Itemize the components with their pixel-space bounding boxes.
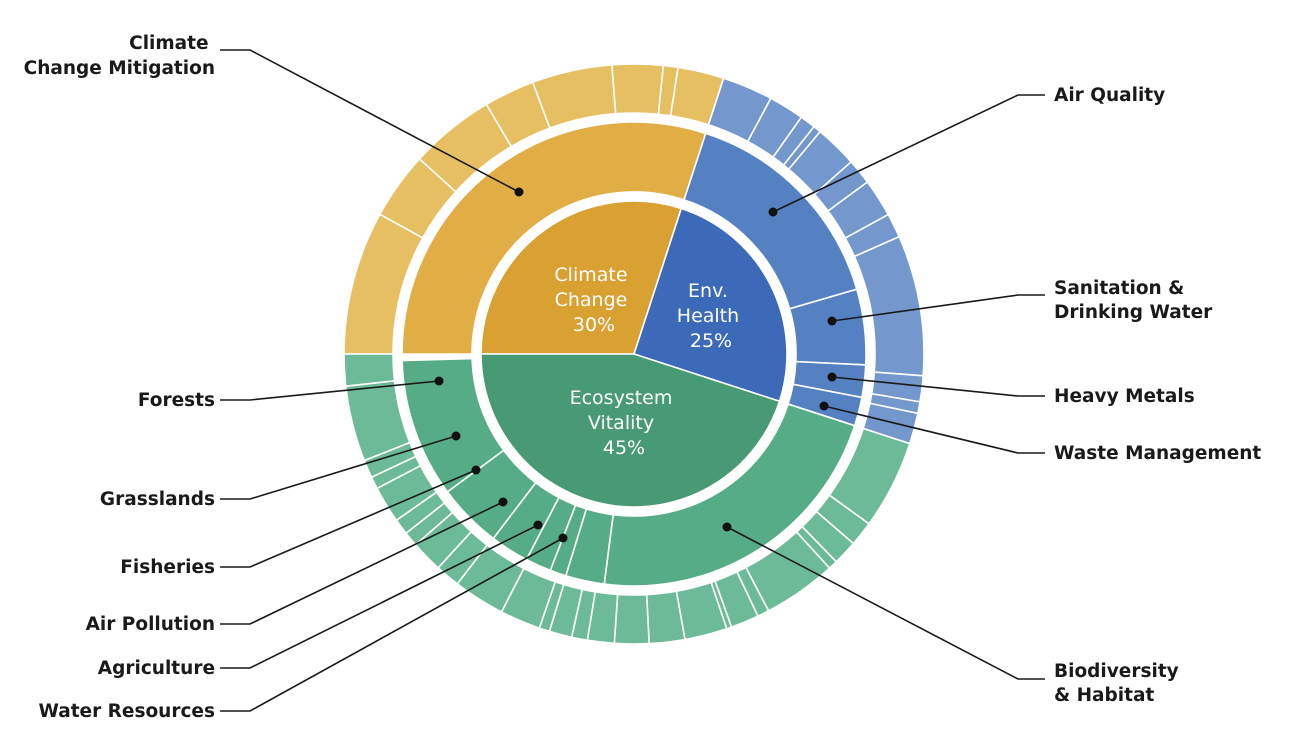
label-water-resources: Water Resources — [38, 701, 215, 722]
leader-forests — [220, 380, 440, 401]
leader-heavy-metals — [831, 376, 1045, 397]
label-forests: Forests — [138, 390, 215, 411]
leader-air-pollution — [220, 501, 504, 625]
indicator-segment-ecosystem-vitality-16 — [500, 567, 557, 630]
callout-labels: Climate Change Mitigation Air Quality Sa… — [24, 33, 1262, 722]
indicator-segment-env-health-9 — [853, 235, 925, 377]
indicator-segment-env-health-2 — [746, 97, 803, 159]
indicator-segment-ecosystem-vitality-12 — [586, 590, 619, 645]
label-sanitation: Sanitation & Drinking Water — [1054, 278, 1213, 323]
issue-wedge-forests — [603, 403, 856, 587]
issue-wedge-climate-change-mitigation — [401, 121, 707, 355]
indicator-segment-env-health-6 — [813, 160, 869, 213]
indicator-segment-ecosystem-vitality-24 — [363, 441, 417, 479]
dot-air-pollution — [498, 497, 508, 507]
indicator-segment-climate-change-3 — [418, 103, 513, 193]
callout-lines — [220, 49, 1045, 712]
indicator-segment-climate-change-6 — [611, 63, 665, 116]
indicator-segment-ecosystem-vitality-1 — [828, 427, 911, 525]
label-grasslands: Grasslands — [100, 489, 215, 510]
center-label-ecosystem: Ecosystem Vitality 45% — [570, 387, 679, 459]
indicator-segment-ecosystem-vitality-26 — [343, 353, 396, 388]
indicator-segment-env-health-8 — [844, 213, 901, 258]
indicator-segment-ecosystem-vitality-10 — [645, 590, 686, 645]
indicator-segment-climate-change-8 — [669, 66, 725, 126]
dot-water-resources — [558, 533, 568, 543]
indicator-segment-ecosystem-vitality-9 — [675, 581, 728, 641]
indicator-segment-climate-change-4 — [485, 81, 551, 148]
callout-dots — [434, 187, 837, 543]
dot-waste — [819, 401, 829, 411]
indicator-segment-climate-change-2 — [378, 157, 457, 239]
dot-biodiversity — [722, 522, 732, 532]
label-climate-mitigation: Climate Change Mitigation — [24, 33, 215, 79]
indicator-segment-env-health-10 — [870, 371, 925, 403]
label-air-pollution: Air Pollution — [86, 614, 215, 635]
leader-fisheries — [220, 469, 477, 568]
dot-air-quality — [768, 207, 778, 217]
dot-climate-mitigation — [514, 187, 524, 197]
dot-agriculture — [533, 520, 543, 530]
label-air-quality: Air Quality — [1054, 85, 1165, 106]
issue-wedge-biodiversity-habitat — [401, 357, 505, 493]
leader-waste — [823, 405, 1045, 454]
indicator-segment-env-health-5 — [787, 130, 853, 196]
leader-air-quality — [772, 94, 1045, 213]
issue-wedge-agriculture — [492, 481, 560, 561]
indicator-segment-climate-change-5 — [531, 63, 617, 130]
indicator-segment-env-health-11 — [868, 392, 921, 415]
dot-heavy-metals — [827, 372, 837, 382]
leader-water-resources — [220, 537, 564, 712]
category-wedge-climate-change — [480, 200, 683, 355]
label-waste: Waste Management — [1054, 443, 1261, 464]
dot-sanitation — [827, 316, 837, 326]
issue-wedge-air-quality — [683, 132, 858, 310]
label-heavy-metals: Heavy Metals — [1054, 386, 1195, 407]
center-label-climate: Climate Change 30% — [554, 264, 633, 336]
label-fisheries: Fisheries — [120, 557, 215, 578]
indicator-segment-ecosystem-vitality-5 — [744, 530, 831, 612]
issue-wedge-fisheries — [549, 504, 588, 577]
leader-agriculture — [220, 524, 539, 669]
leader-sanitation — [831, 294, 1045, 322]
indicator-segment-climate-change-7 — [657, 64, 679, 117]
issue-wedge-water-resources — [446, 449, 537, 540]
issue-ring — [401, 121, 867, 587]
category-wedge-ecosystem-vitality — [480, 353, 781, 508]
indicator-segment-ecosystem-vitality-3 — [801, 510, 855, 563]
indicator-segment-ecosystem-vitality-2 — [815, 494, 871, 545]
label-agriculture: Agriculture — [98, 658, 215, 679]
leader-climate-mitigation — [220, 49, 520, 193]
center-label-env-health: Env. Health 25% — [677, 280, 745, 352]
indicator-segment-ecosystem-vitality-13 — [570, 588, 597, 642]
center-labels: Climate Change 30% Env. Health 25% Ecosy… — [554, 264, 745, 459]
label-biodiversity: Biodiversity & Habitat — [1054, 661, 1185, 706]
category-ring — [480, 200, 788, 508]
indicator-segment-env-health-12 — [862, 402, 919, 445]
indicator-segment-ecosystem-vitality-25 — [344, 379, 411, 462]
issue-wedge-grasslands — [564, 507, 615, 585]
indicator-segment-ecosystem-vitality-18 — [436, 530, 489, 586]
indicator-segment-env-health-7 — [826, 180, 890, 240]
dot-grasslands — [451, 431, 461, 441]
indicator-segment-ecosystem-vitality-11 — [613, 593, 651, 645]
dot-fisheries — [471, 465, 481, 475]
indicator-segment-ecosystem-vitality-14 — [548, 583, 584, 639]
indicator-segment-ecosystem-vitality-20 — [404, 501, 454, 546]
indicator-segment-ecosystem-vitality-7 — [713, 570, 759, 629]
indicator-segment-ecosystem-vitality-23 — [370, 455, 422, 490]
indicator-segment-ecosystem-vitality-19 — [414, 511, 473, 569]
indicator-segment-env-health-3 — [771, 116, 816, 167]
leader-grasslands — [220, 435, 457, 500]
dot-forests — [434, 376, 444, 386]
indicator-ring — [343, 63, 925, 645]
leader-biodiversity — [726, 526, 1045, 680]
indicator-segment-env-health-1 — [707, 77, 772, 143]
category-wedge-env-health — [632, 207, 788, 403]
issue-wedge-sanitation-drinking-water — [788, 288, 867, 366]
indicator-segment-ecosystem-vitality-6 — [735, 566, 770, 618]
indicator-segment-ecosystem-vitality-21 — [395, 491, 446, 535]
